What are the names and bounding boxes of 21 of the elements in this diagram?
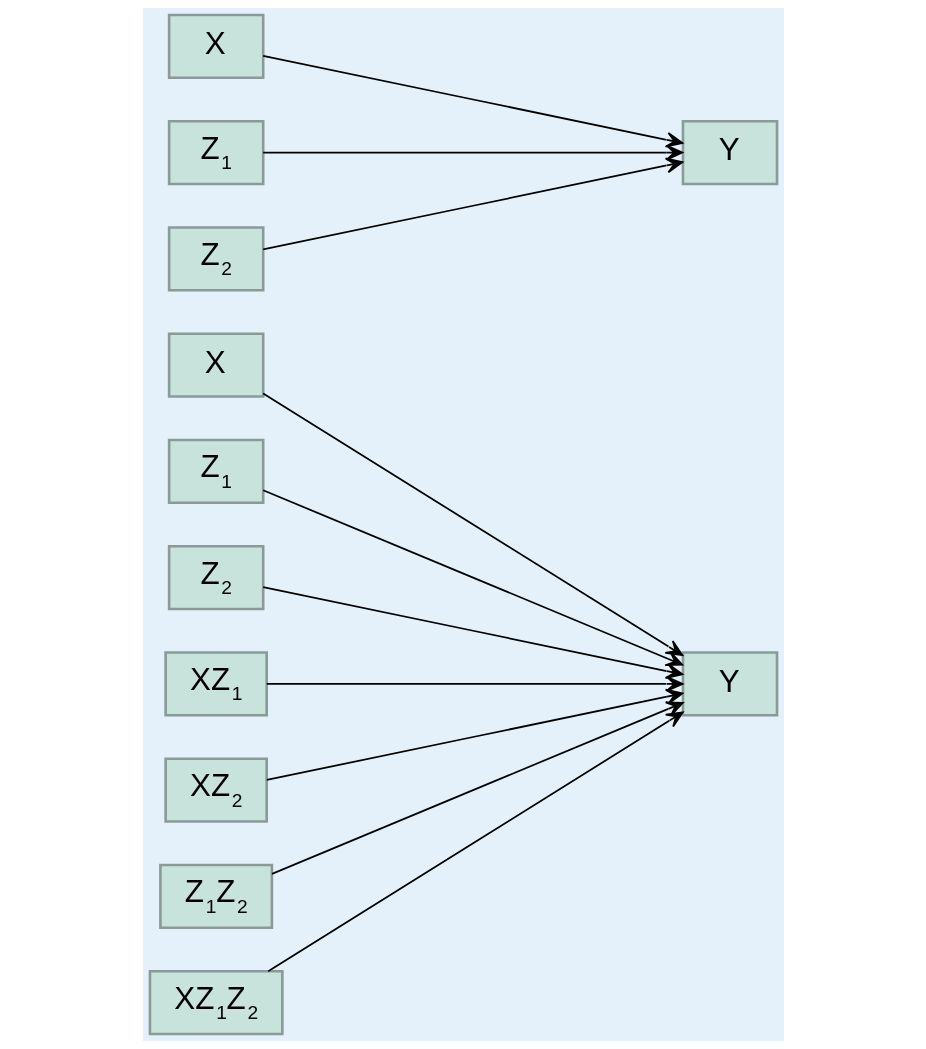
arrow	[261, 157, 683, 251]
arrow	[265, 675, 683, 692]
arrow	[261, 489, 683, 667]
arrow	[266, 711, 684, 973]
node-box: Y	[681, 651, 778, 717]
node-box: Z$_{2}$	[167, 544, 264, 611]
node-box: XZ$_{2}$	[163, 757, 268, 823]
node-box: Y	[681, 119, 778, 186]
node-box: XZ$_{1}$Z$_{2}$	[148, 969, 284, 1036]
node-box: Z$_{1}$	[167, 119, 264, 186]
node-box: Z$_{2}$	[167, 226, 264, 292]
node-box: Z$_{1}$	[167, 438, 264, 505]
arrow	[265, 688, 683, 781]
arrow	[261, 392, 683, 657]
arrow	[261, 586, 683, 679]
node-box: X	[167, 332, 264, 398]
arrow	[261, 54, 683, 148]
node-box: Z$_{1}$Z$_{2}$	[158, 863, 273, 930]
arrow	[270, 701, 684, 875]
node-box: X	[167, 13, 264, 80]
node-box: XZ$_{1}$	[163, 651, 268, 717]
